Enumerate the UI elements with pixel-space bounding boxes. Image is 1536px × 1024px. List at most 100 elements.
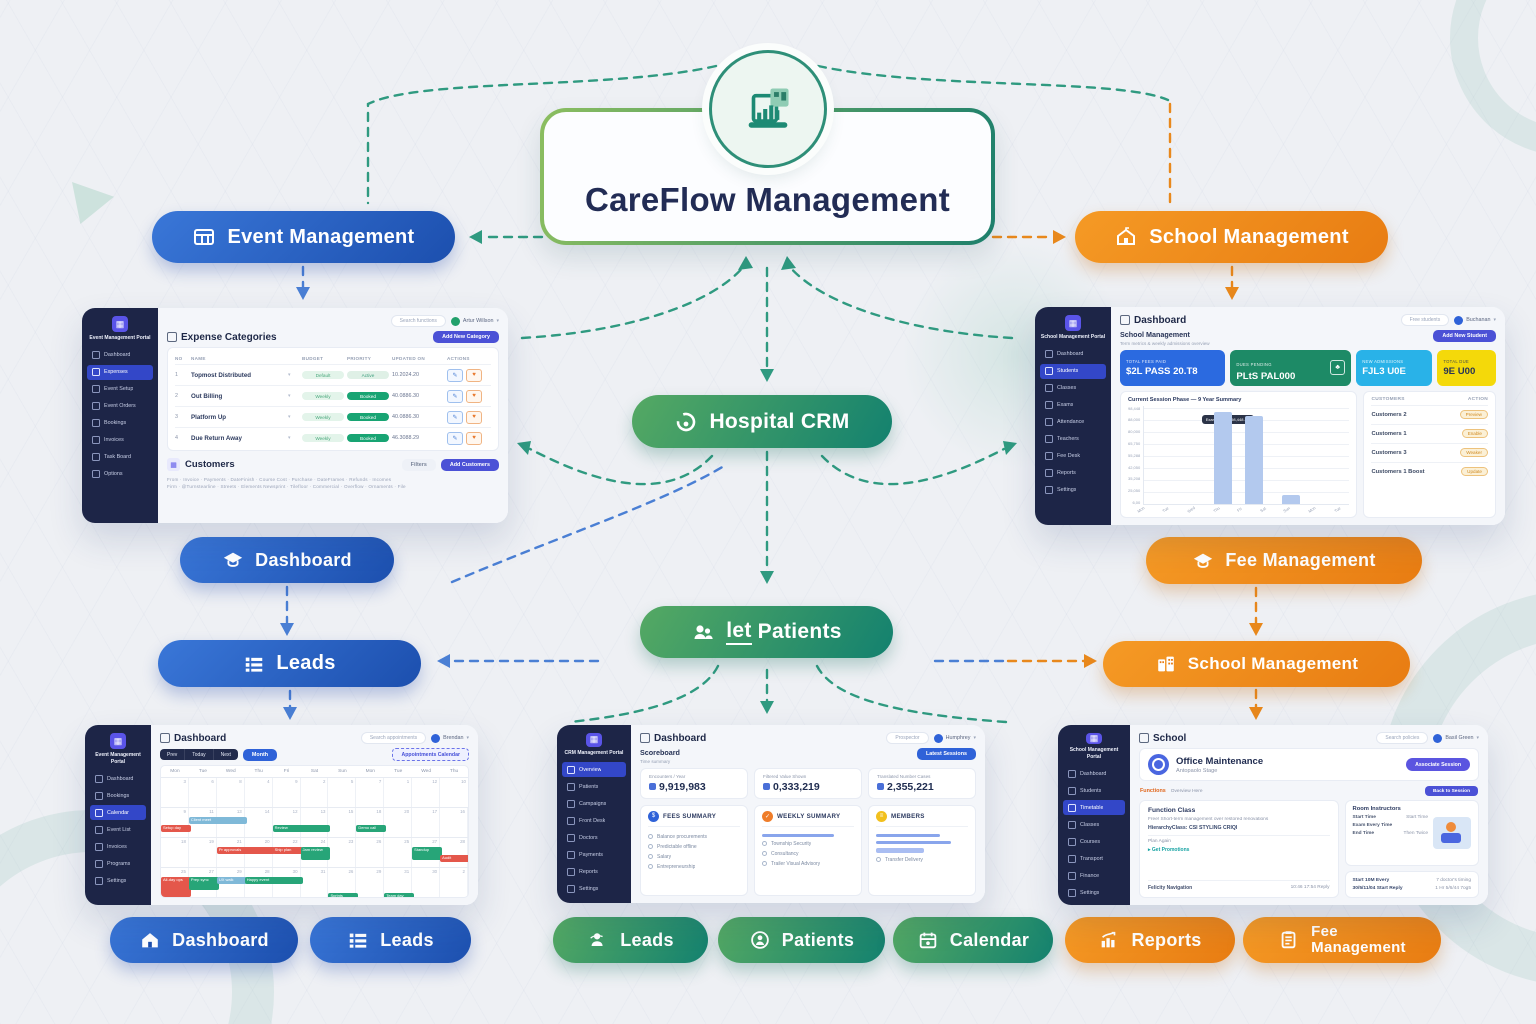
calendar-day-cell[interactable]: 26 xyxy=(328,868,357,897)
calendar-day-cell[interactable]: 10 xyxy=(440,778,468,807)
calendar-day-cell[interactable]: 7 xyxy=(356,778,385,807)
pill-school-management-top[interactable]: School Management xyxy=(1075,211,1388,263)
sidebar-item[interactable]: Teachers xyxy=(1040,432,1106,447)
sidebar-item[interactable]: Courses xyxy=(1063,834,1125,849)
calendar-day-cell[interactable]: 13 xyxy=(301,808,329,837)
sidebar-item[interactable]: Event Orders xyxy=(87,399,153,414)
sidebar-item[interactable]: Dashboard xyxy=(90,771,146,786)
pill-bottom-leads-green[interactable]: Leads xyxy=(553,917,708,963)
sidebar-item[interactable]: Dashboard xyxy=(1040,347,1106,362)
calendar-day-cell[interactable]: 25 xyxy=(384,838,413,867)
calendar-day-cell[interactable]: 18 xyxy=(161,838,189,867)
calendar-day-cell[interactable]: 2 xyxy=(440,868,468,897)
sidebar-item[interactable]: Settings xyxy=(1063,885,1125,900)
calendar-event[interactable]: Audit xyxy=(440,855,468,862)
sidebar-item[interactable]: Transport xyxy=(1063,851,1125,866)
calendar-day-cell[interactable]: 30 xyxy=(412,868,441,897)
pill-bottom-reports[interactable]: Reports xyxy=(1065,917,1235,963)
filters-button[interactable]: Filters xyxy=(401,458,436,471)
calendar-day-cell[interactable]: 4 xyxy=(245,778,273,807)
add-student-button[interactable]: Add New Student xyxy=(1433,330,1496,342)
sidebar-item[interactable]: Students xyxy=(1040,363,1106,379)
sidebar-item[interactable]: Fee Desk xyxy=(1040,449,1106,464)
sidebar-item[interactable]: Settings xyxy=(1040,483,1106,498)
pill-leads-left[interactable]: Leads xyxy=(158,640,421,687)
sidebar-item[interactable]: Dashboard xyxy=(87,348,153,363)
calendar-day-cell[interactable]: 3 xyxy=(161,778,189,807)
pill-dashboard-left[interactable]: Dashboard xyxy=(180,537,394,583)
add-category-button[interactable]: Add New Category xyxy=(433,331,499,343)
calendar-event[interactable]: Prep sync xyxy=(188,877,219,890)
calendar-event[interactable]: All-day ops xyxy=(161,877,191,897)
sidebar-item[interactable]: Task Board xyxy=(87,450,153,465)
calendar-day-cell[interactable]: 26 xyxy=(356,838,385,867)
edit-button[interactable]: ✎ xyxy=(447,368,463,382)
user-menu[interactable]: Artur Willson▾ xyxy=(450,316,499,326)
associate-session-button[interactable]: Associate Session xyxy=(1406,758,1470,771)
sidebar-item[interactable]: Timetable xyxy=(1063,800,1125,815)
calendar-event[interactable]: UX walk xyxy=(216,877,247,884)
edit-button[interactable]: ✎ xyxy=(447,389,463,403)
sidebar-item[interactable]: Programs xyxy=(90,856,146,871)
calendar-day-cell[interactable]: 6 xyxy=(189,778,217,807)
calendar-event[interactable]: Client meet xyxy=(188,817,247,824)
sidebar-item[interactable]: Options xyxy=(87,467,153,482)
pill-school-management-right[interactable]: School Management xyxy=(1103,641,1410,687)
sidebar-item[interactable]: Reports xyxy=(1040,466,1106,481)
calendar-event[interactable]: Demo call xyxy=(356,825,387,832)
pill-patients[interactable]: let Patients xyxy=(640,606,893,658)
pill-event-management[interactable]: Event Management xyxy=(152,211,455,263)
calendar-day-cell[interactable]: 12 xyxy=(412,778,441,807)
today-button[interactable]: Today xyxy=(185,749,214,760)
view-month-button[interactable]: Month xyxy=(242,748,278,761)
edit-button[interactable]: ✎ xyxy=(447,431,463,445)
sidebar-item[interactable]: Classes xyxy=(1063,817,1125,832)
edit-button[interactable]: ✎ xyxy=(447,410,463,424)
calendar-day-cell[interactable]: 9 xyxy=(273,778,301,807)
calendar-day-cell[interactable]: 18 xyxy=(356,808,385,837)
sidebar-item[interactable]: Expenses xyxy=(87,364,153,380)
calendar-day-cell[interactable]: 19 xyxy=(189,838,217,867)
sidebar-item[interactable]: Bookings xyxy=(90,788,146,803)
sidebar-item[interactable]: Patients xyxy=(562,779,626,794)
pill-bottom-dashboard[interactable]: Dashboard xyxy=(110,917,298,963)
sidebar-item[interactable]: Campaigns xyxy=(562,796,626,811)
back-to-session-button[interactable]: Back to Session xyxy=(1424,786,1478,796)
sidebar-item[interactable]: Payments xyxy=(562,847,626,862)
calendar-nav-group[interactable]: Prev Today Next xyxy=(160,749,238,760)
sidebar-item[interactable]: Dashboard xyxy=(1063,766,1125,781)
sidebar-item[interactable]: Front Desk xyxy=(562,813,626,828)
calendar-event[interactable]: Team day xyxy=(384,893,415,897)
add-customers-button[interactable]: Add Customers xyxy=(440,458,499,471)
sidebar-item[interactable]: Bookings xyxy=(87,416,153,431)
sidebar-item[interactable]: Attendance xyxy=(1040,415,1106,430)
calendar-event[interactable]: Review xyxy=(272,825,331,832)
search-input[interactable]: Search functions xyxy=(390,315,446,327)
calendar-day-cell[interactable]: 1 xyxy=(384,778,413,807)
appointments-button[interactable]: Appointments Calendar xyxy=(392,748,469,761)
sidebar-item[interactable]: Settings xyxy=(90,873,146,888)
latest-sessions-button[interactable]: Latest Sessions xyxy=(916,748,976,760)
prev-button[interactable]: Prev xyxy=(160,749,186,760)
pill-fee-management[interactable]: Fee Management xyxy=(1146,537,1422,584)
calendar-day-cell[interactable]: 29 xyxy=(356,868,385,897)
calendar-day-cell[interactable]: 20 xyxy=(384,808,413,837)
calendar-day-cell[interactable]: 28 xyxy=(440,838,468,867)
calendar-day-cell[interactable]: 17 xyxy=(412,808,441,837)
user-menu[interactable]: Basil Green▾ xyxy=(1433,733,1479,743)
calendar-event[interactable]: Standup xyxy=(412,847,443,860)
calendar-event[interactable]: Happy event xyxy=(244,877,303,884)
calendar-day-cell[interactable]: 8 xyxy=(217,778,245,807)
delete-button[interactable]: ♥ xyxy=(466,410,482,424)
sidebar-item[interactable]: Overview xyxy=(562,762,626,777)
calendar-day-cell[interactable]: 16 xyxy=(440,808,468,837)
calendar-day-cell[interactable]: 12 xyxy=(273,808,301,837)
sidebar-item[interactable]: Doctors xyxy=(562,830,626,845)
sidebar-item[interactable]: Calendar xyxy=(90,805,146,820)
